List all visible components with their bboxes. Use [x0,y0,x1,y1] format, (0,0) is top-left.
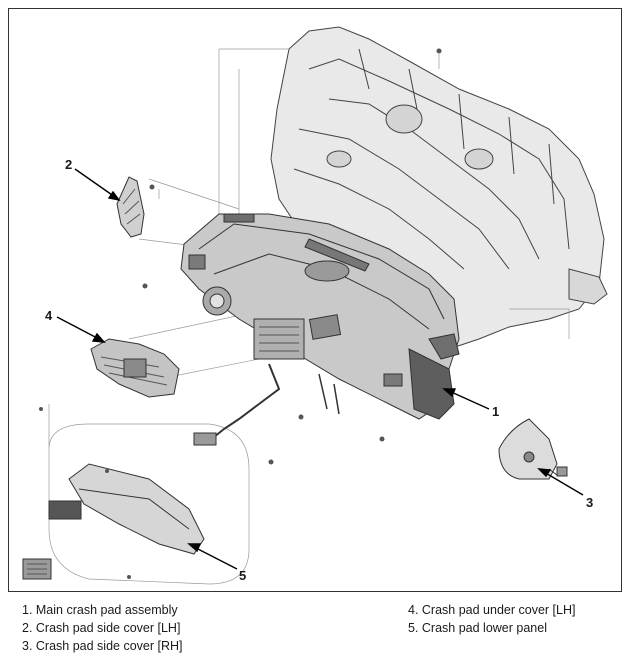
crash-pad-side-cover-rh [498,418,568,480]
callout-arrows [56,168,584,570]
crash-pad-under-cover-lh [90,338,180,398]
callout-number-5: 5 [239,568,247,583]
callout-number-3: 3 [586,495,594,510]
vehicle-body-shell [270,26,608,350]
legend-item: 5. Crash pad lower panel [408,621,547,635]
legend-column-right: 4. Crash pad under cover [LH] 5. Crash p… [408,601,575,637]
crash-pad-lower-panel [22,463,205,580]
legend-item: 1. Main crash pad assembly [22,603,178,617]
diagram-frame: 2 4 1 3 5 [8,8,622,592]
legend-column-left: 1. Main crash pad assembly 2. Crash pad … [22,601,183,655]
callout-number-1: 1 [492,404,500,419]
main-crash-pad-assembly [180,213,460,446]
projection-lines [48,48,570,585]
legend-item: 3. Crash pad side cover [RH] [22,639,183,653]
legend-item: 4. Crash pad under cover [LH] [408,603,576,617]
legend-item: 2. Crash pad side cover [LH] [22,621,181,635]
callout-number-4: 4 [45,308,53,323]
fasteners [39,48,442,579]
exploded-view-illustration [22,26,608,585]
crash-pad-side-cover-lh [116,176,145,238]
callout-number-2: 2 [65,157,73,172]
